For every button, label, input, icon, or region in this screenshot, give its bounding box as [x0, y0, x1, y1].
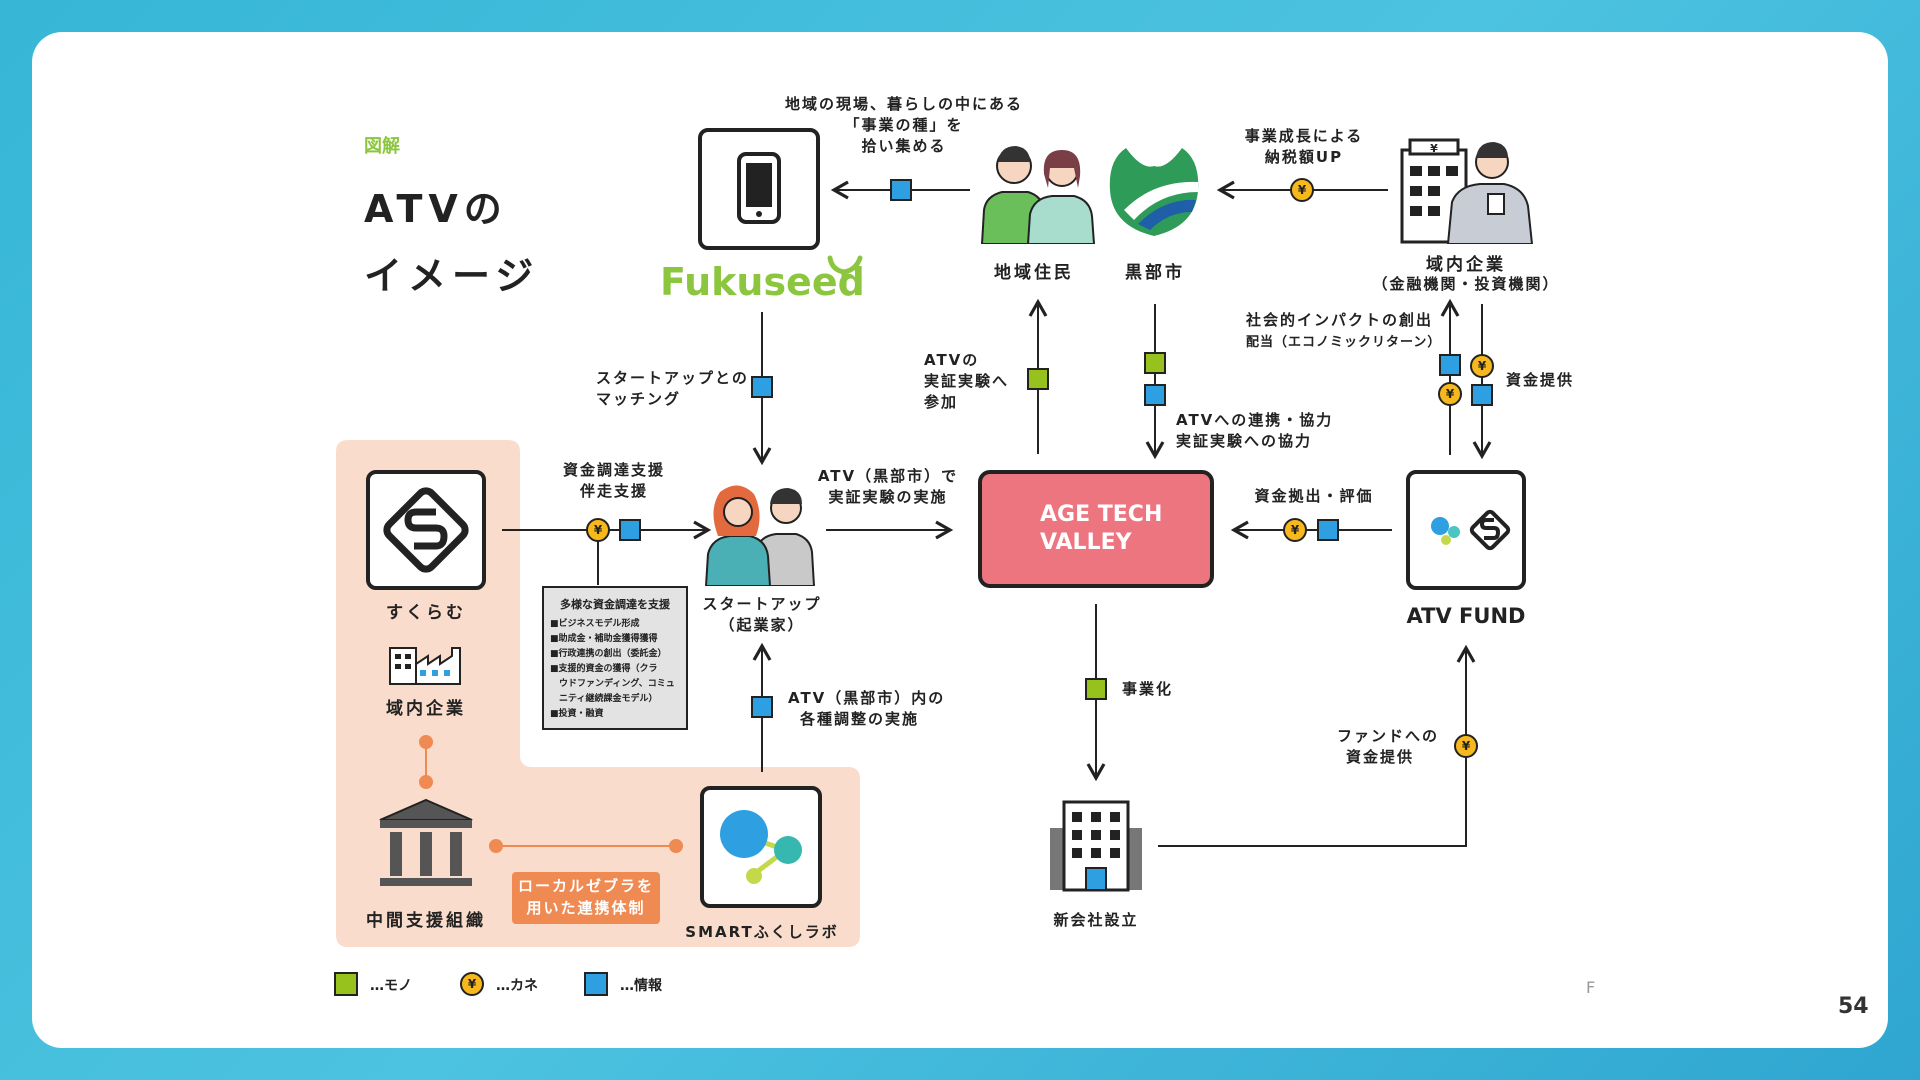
sprout-icon — [827, 255, 863, 290]
info-marker — [751, 376, 773, 398]
local-zebra-label-1: ローカルゼブラを — [517, 877, 655, 895]
fund-provide-label-1: ファンドへの — [1336, 727, 1440, 745]
coop-label-2: 実証実験への協力 — [1176, 432, 1313, 450]
local-company-office-icon: ¥ — [1400, 138, 1534, 244]
fund-provide-label-2: 資金提供 — [1345, 748, 1415, 766]
svg-text:¥: ¥ — [1430, 142, 1438, 155]
impact-label-2: 配当（エコノミックリターン） — [1246, 335, 1442, 350]
age-tech-valley-box: AGE TECH VALLEY — [978, 470, 1214, 588]
startup-sub-label: （起業家） — [719, 616, 805, 634]
institution-building-icon — [379, 798, 473, 886]
join-label-3: 参加 — [924, 393, 959, 411]
legend-money-swatch: ¥ — [460, 972, 484, 996]
money-marker: ¥ — [586, 518, 610, 542]
support-item: ニティ継続課金モデル） — [550, 694, 658, 704]
page-number: 54 — [1838, 994, 1869, 1019]
atv-fund-label: ATV FUND — [1406, 604, 1526, 628]
matching-label-2: マッチング — [596, 390, 682, 408]
seeds-label-3: 拾い集める — [861, 137, 947, 155]
join-label-1: ATVの — [924, 351, 980, 369]
experiment-label-2: 実証実験の実施 — [828, 488, 948, 506]
legend-info-label: …情報 — [620, 978, 662, 994]
smart-lab-logo-icon — [720, 810, 802, 884]
support-item: ■助成金・補助金獲得獲得 — [550, 634, 658, 644]
legend-goods-swatch — [334, 972, 358, 996]
atv-title-line-1: AGE TECH — [1040, 502, 1163, 527]
info-marker — [1439, 354, 1461, 376]
sukuramu-logo-box — [366, 470, 486, 590]
adjust-label-2: 各種調整の実施 — [800, 710, 920, 728]
residents-label: 地域住民 — [994, 263, 1074, 283]
funding-label: 資金提供 — [1506, 371, 1575, 389]
support-item: ウドファンディング、コミュ — [550, 679, 675, 689]
info-marker — [890, 179, 912, 201]
legend-money-label: …カネ — [496, 978, 538, 994]
info-marker — [1317, 519, 1339, 541]
local-zebra-label-2: 用いた連携体制 — [526, 899, 646, 917]
legend-info-swatch — [584, 972, 608, 996]
fundraise-label-1: 資金調達支援 — [562, 461, 666, 479]
sukuramu-logo-icon — [383, 487, 469, 573]
atv-fund-logo-box — [1406, 470, 1526, 590]
factory-icon — [389, 647, 461, 685]
tax-label-1: 事業成長による — [1244, 127, 1364, 145]
money-marker: ¥ — [1470, 354, 1494, 378]
legend-goods-label: …モノ — [370, 978, 412, 994]
smartphone-icon — [737, 152, 781, 224]
fundraise-label-2: 伴走支援 — [579, 482, 649, 500]
goods-marker — [1085, 678, 1107, 700]
fukuseed-phone-box — [698, 128, 820, 250]
intermediary-label: 中間支援組織 — [366, 911, 486, 931]
money-marker: ¥ — [1454, 734, 1478, 758]
support-heading: 多様な資金調達を支援 — [560, 598, 670, 611]
local-companies-top-sub: （金融機関・投資機関） — [1372, 275, 1560, 293]
impact-label-1: 社会的インパクトの創出 — [1246, 311, 1434, 329]
seeds-label-2: 「事業の種」を — [844, 116, 964, 134]
atv-title-line-2: VALLEY — [1040, 530, 1132, 555]
info-marker — [1144, 384, 1166, 406]
support-item: ■投資・融資 — [550, 709, 604, 719]
seeds-label-1: 地域の現場、暮らしの中にある — [784, 95, 1024, 113]
footer-mark: F — [1586, 978, 1596, 997]
smart-lab-logo-box — [700, 786, 822, 908]
local-companies-top-label: 域内企業 — [1426, 255, 1506, 275]
new-company-label: 新会社設立 — [1053, 911, 1139, 929]
experiment-label-1: ATV（黒部市）で — [817, 467, 959, 485]
atv-fund-logo-icon — [1431, 509, 1511, 551]
smart-lab-label: SMARTふくしラボ — [685, 923, 839, 941]
title-tag: 図解 — [364, 136, 400, 157]
coop-label-1: ATVへの連携・協力 — [1176, 411, 1334, 429]
sukuramu-label: すくらむ — [386, 603, 466, 623]
money-marker: ¥ — [1290, 178, 1314, 202]
info-marker — [751, 696, 773, 718]
new-company-building-icon — [1050, 800, 1142, 892]
adjust-label-1: ATV（黒部市）内の — [788, 689, 946, 707]
goods-marker — [1144, 352, 1166, 374]
info-marker — [619, 519, 641, 541]
fukuseed-logo: Fukuseed — [660, 260, 865, 304]
title-line-1: ATVの — [364, 187, 508, 231]
fundraising-support-box: 多様な資金調達を支援 ■ビジネスモデル形成 ■助成金・補助金獲得獲得 ■行政連携… — [542, 586, 688, 730]
matching-label-1: スタートアップとの — [596, 369, 749, 387]
residents-icon — [980, 146, 1096, 244]
startup-founders-icon — [704, 485, 816, 586]
money-marker: ¥ — [1438, 382, 1462, 406]
startup-label: スタートアップ — [702, 595, 822, 613]
title-line-2: イメージ — [364, 254, 540, 298]
support-item: ■行政連携の創出（委託金） — [550, 649, 667, 659]
support-item: ■支援的資金の獲得（クラ — [550, 664, 658, 674]
invest-eval-label: 資金拠出・評価 — [1254, 487, 1374, 505]
goods-marker — [1027, 368, 1049, 390]
local-zebra-badge: ローカルゼブラを 用いた連携体制 — [512, 872, 660, 924]
tax-label-2: 納税額UP — [1264, 148, 1344, 166]
support-item: ■ビジネスモデル形成 — [550, 619, 640, 629]
money-marker: ¥ — [1283, 518, 1307, 542]
local-companies-left-label: 域内企業 — [386, 699, 466, 719]
info-marker — [1471, 384, 1493, 406]
kurobe-city-emblem-icon — [1109, 148, 1199, 236]
join-label-2: 実証実験へ — [924, 372, 1010, 390]
commercialize-label: 事業化 — [1122, 680, 1174, 698]
kurobe-label: 黒部市 — [1125, 263, 1185, 283]
